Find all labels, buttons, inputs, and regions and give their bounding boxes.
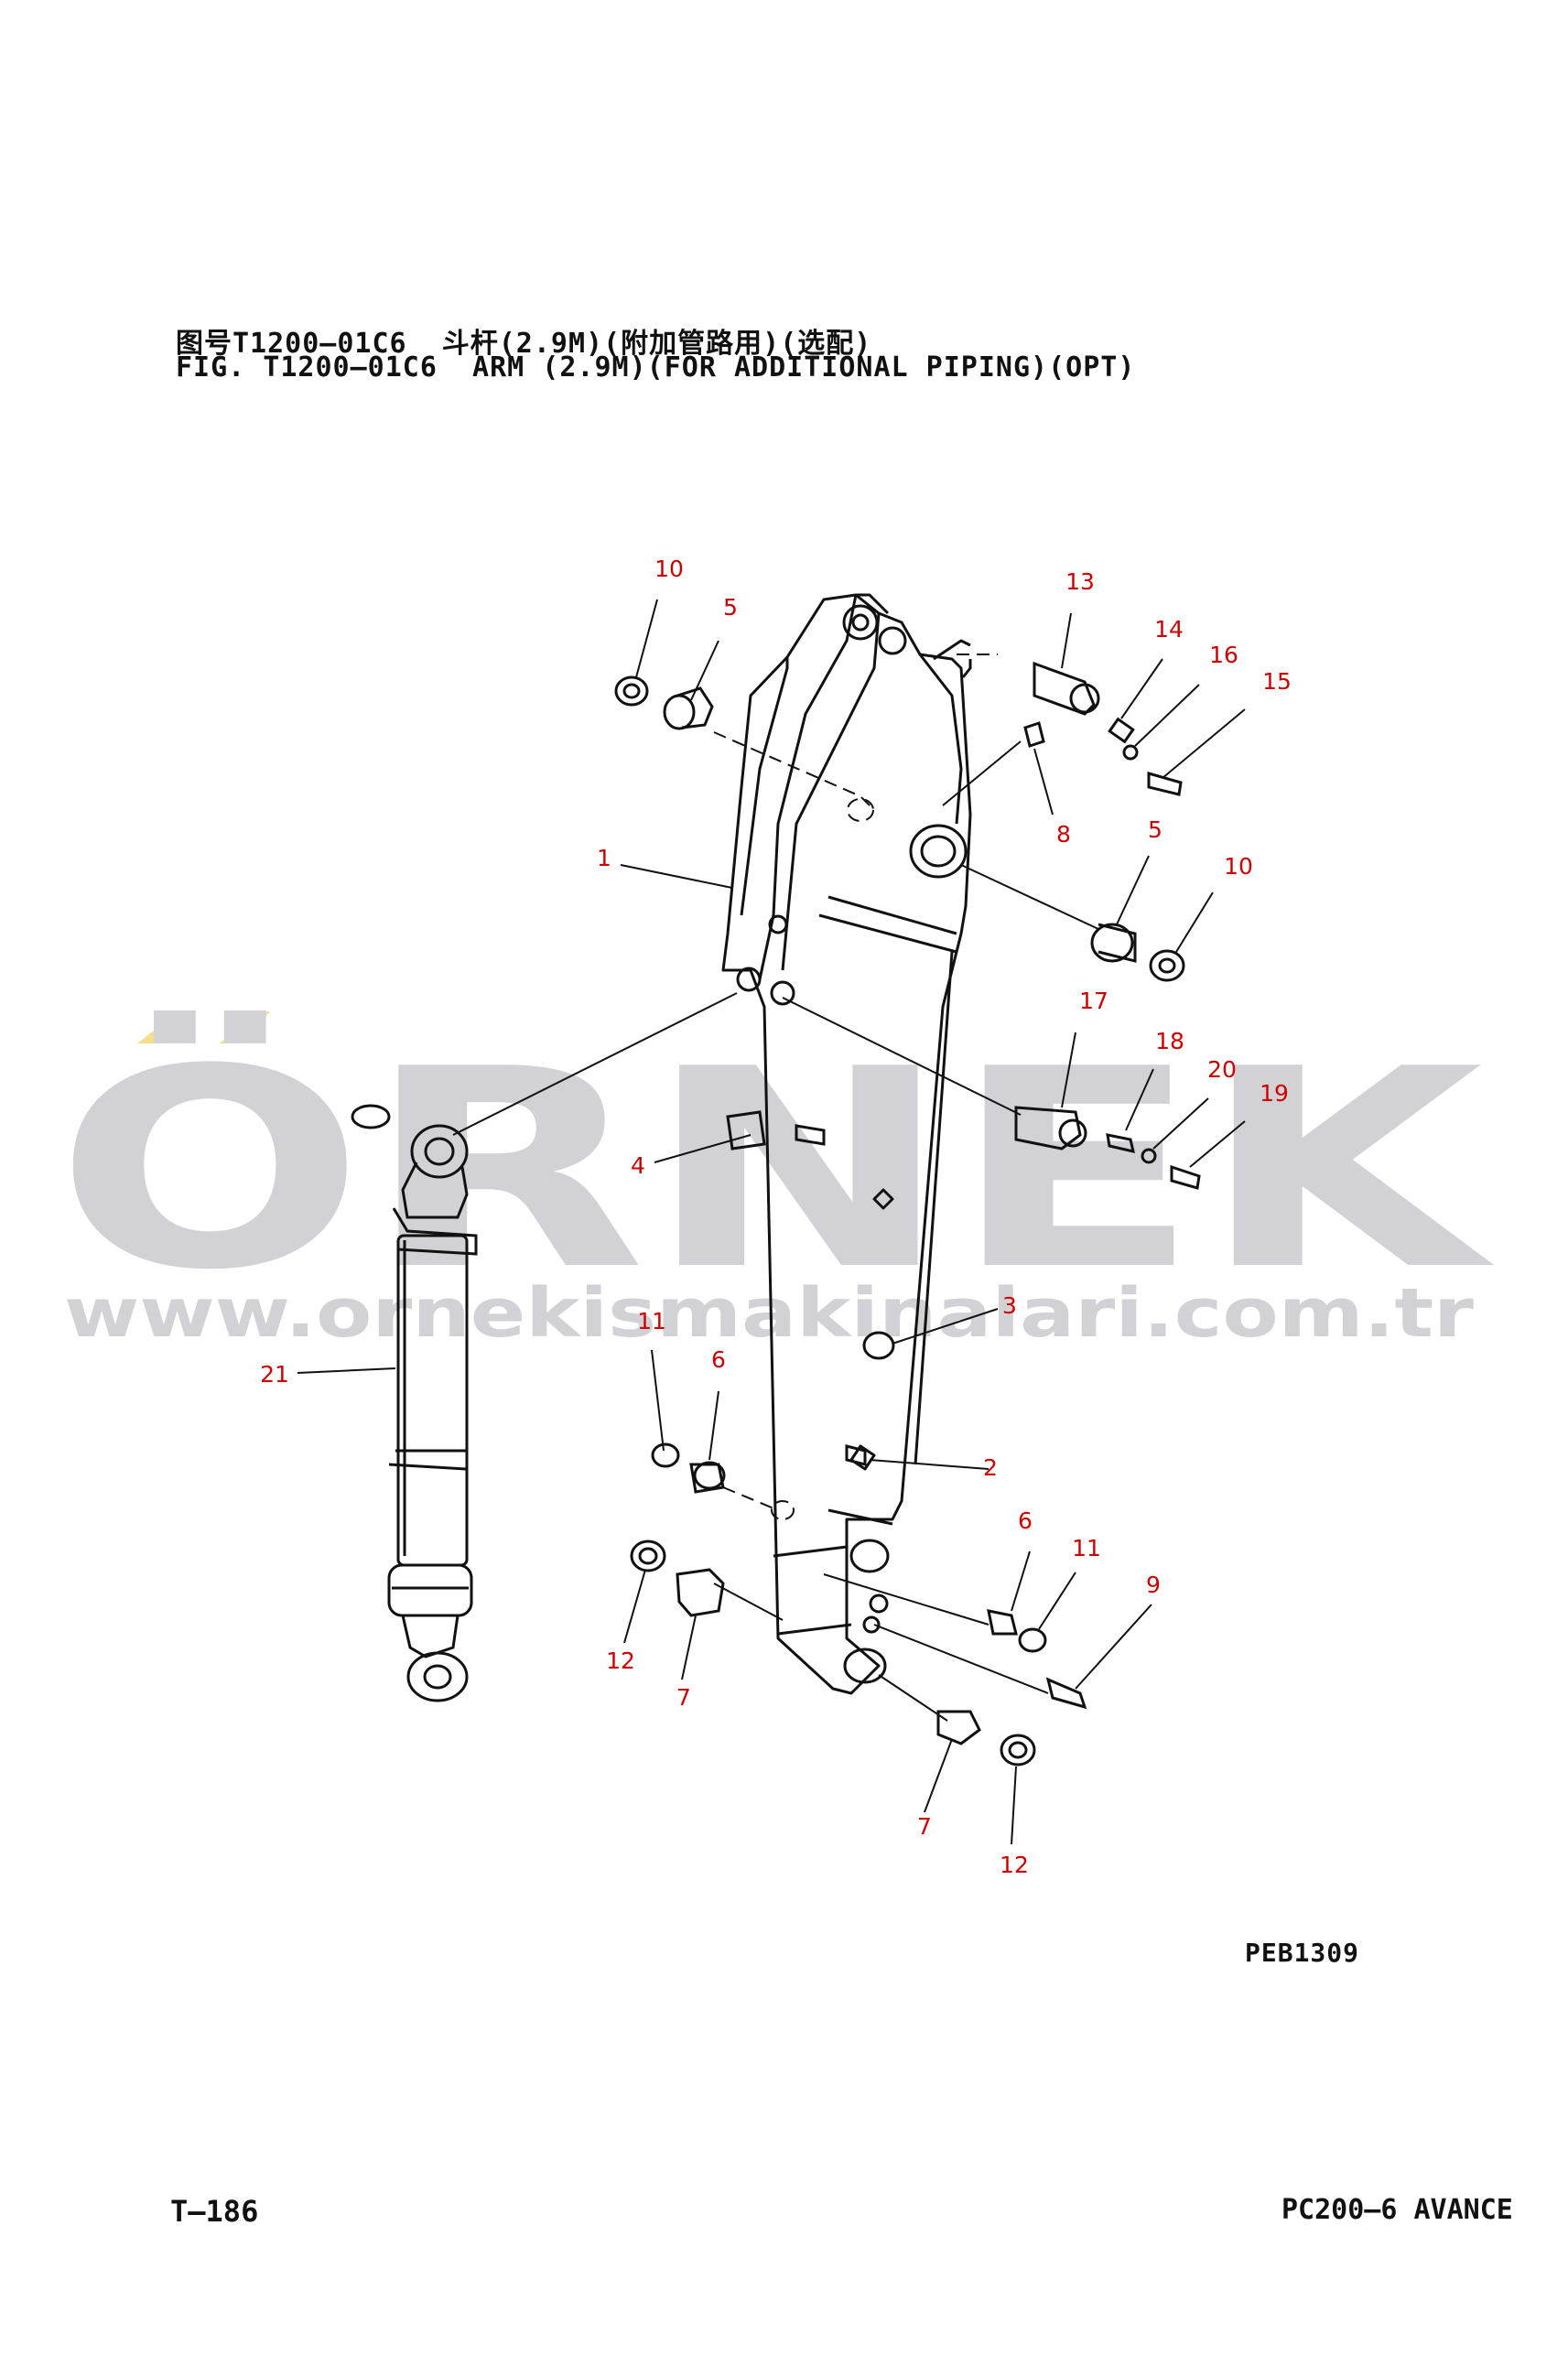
arm-cylinder <box>351 1104 478 1702</box>
callout-19: 19 <box>1260 1080 1289 1107</box>
callout-7-right: 7 <box>917 1813 932 1840</box>
callout-6-right: 6 <box>1018 1507 1033 1534</box>
callout-10-right: 10 <box>1224 853 1253 880</box>
pin-axis-lines <box>713 654 998 1520</box>
figure-title-english: FIG. T1200—01C6 ARM (2.9M)(FOR ADDITIONA… <box>176 351 1136 384</box>
callout-12-right: 12 <box>1000 1852 1029 1878</box>
arm-body <box>721 593 972 1695</box>
callout-7: 7 <box>676 1684 691 1711</box>
callout-5-right: 5 <box>1148 816 1162 843</box>
machine-model: PC200—6 AVANCE <box>1281 2194 1513 2226</box>
callout-11-right: 11 <box>1072 1535 1101 1561</box>
callout-16: 16 <box>1209 642 1238 668</box>
drawing-code: PEB1309 <box>1245 1938 1360 1968</box>
page-number: T—186 <box>170 2194 259 2229</box>
callout-8: 8 <box>1056 821 1071 848</box>
callout-21: 21 <box>260 1361 289 1388</box>
watermark: ÖRNEK www.ornekismakinalari.com.tr <box>55 1008 1497 1353</box>
callout-10: 10 <box>654 556 684 582</box>
leader-lines <box>297 599 1246 1845</box>
figure-title-chinese: 图号T1200—01C6 斗杆(2.9M)(附加管路用)(选配) <box>176 328 872 360</box>
callout-17: 17 <box>1079 988 1108 1014</box>
callout-numbers: 10 5 13 14 16 15 8 1 5 10 17 18 20 19 4 … <box>260 556 1292 1878</box>
callout-5: 5 <box>723 594 738 621</box>
callout-14: 14 <box>1154 616 1184 643</box>
callout-2: 2 <box>983 1454 998 1481</box>
callout-12: 12 <box>606 1648 635 1674</box>
callout-9: 9 <box>1146 1572 1161 1598</box>
watermark-accent-right <box>220 1011 270 1043</box>
callout-3: 3 <box>1002 1292 1017 1319</box>
callout-18: 18 <box>1155 1028 1184 1054</box>
callout-13: 13 <box>1065 568 1095 595</box>
callout-1: 1 <box>597 845 611 871</box>
callout-11: 11 <box>637 1308 666 1334</box>
callout-6: 6 <box>711 1346 726 1373</box>
callout-20: 20 <box>1207 1056 1237 1083</box>
watermark-brand: ÖRNEK <box>55 1008 1497 1330</box>
callout-15: 15 <box>1262 668 1292 695</box>
callout-4: 4 <box>631 1152 645 1179</box>
hardware-parts <box>614 661 1201 1766</box>
watermark-accent-left <box>137 1011 197 1043</box>
